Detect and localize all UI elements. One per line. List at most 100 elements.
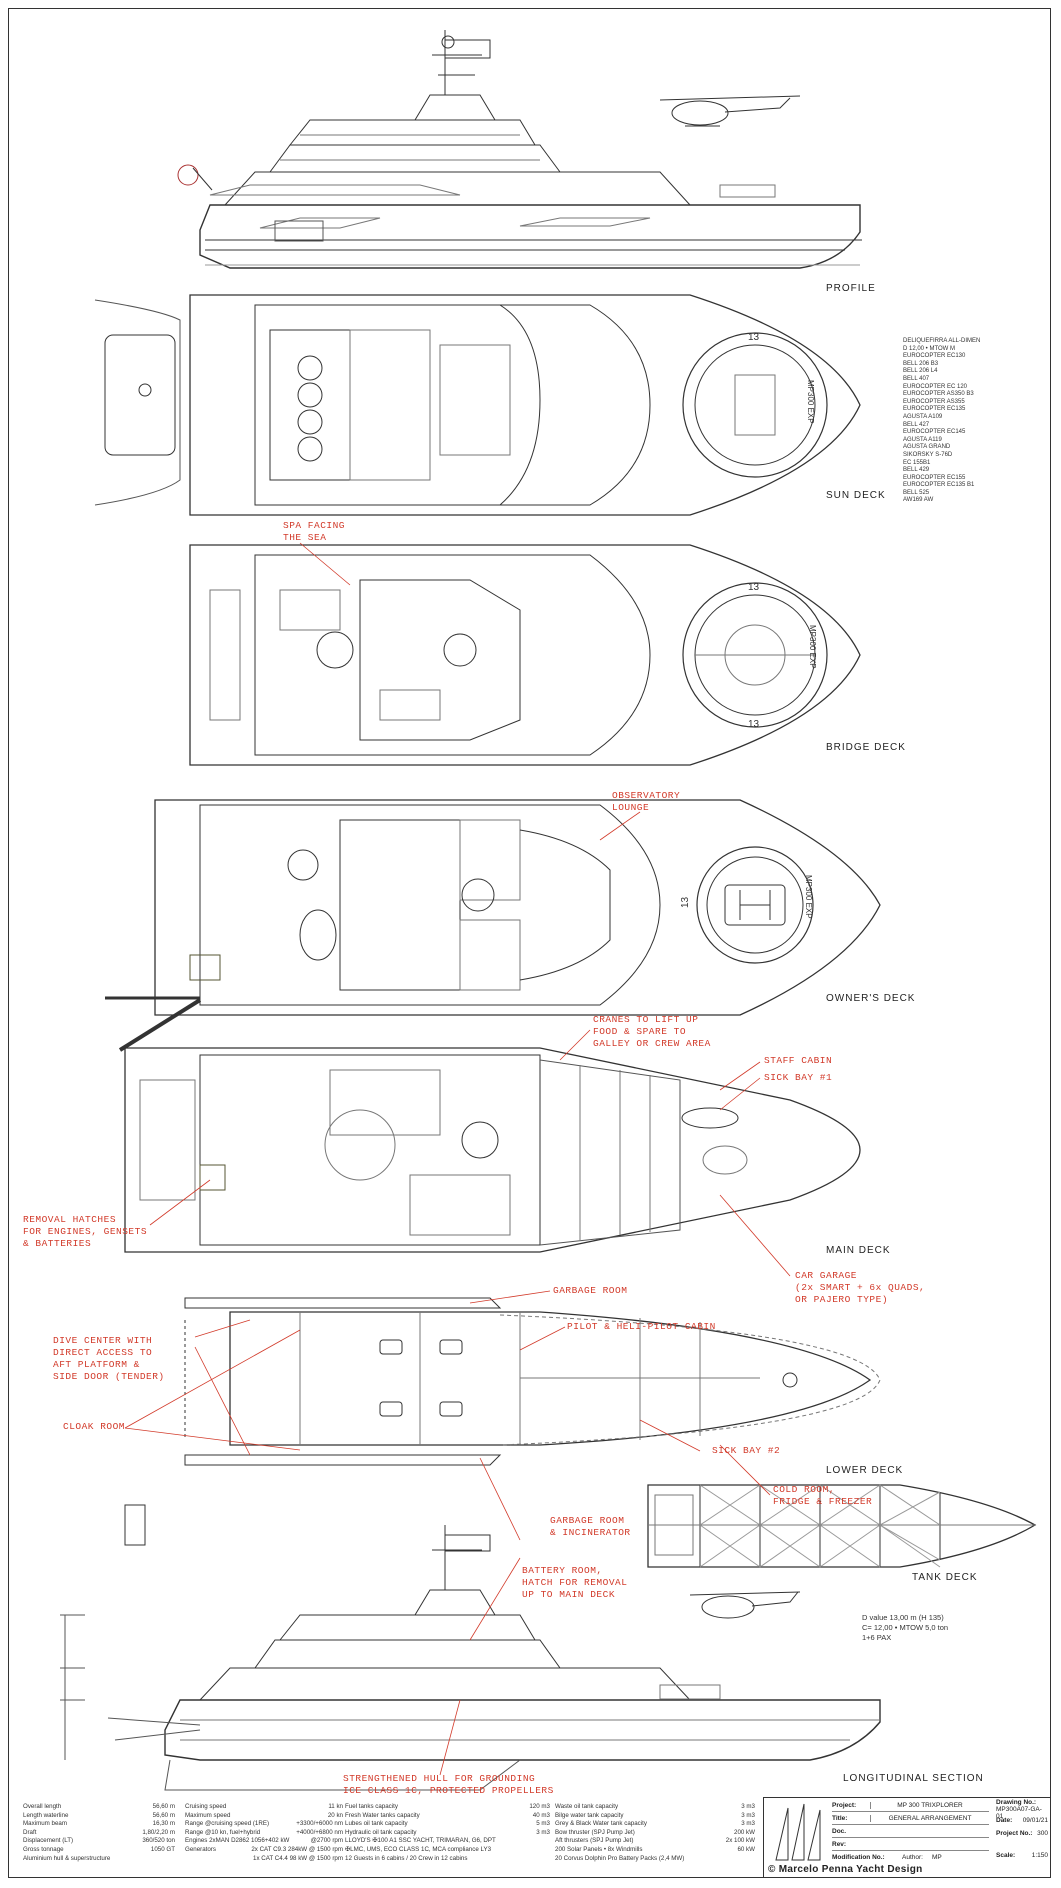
spec-label: Aluminium hull & superstructure <box>23 1854 111 1862</box>
main-deck-plan <box>124 1047 861 1253</box>
spec-value: 2x CAT C9.3 284kW @ 1500 rpm <box>251 1845 343 1853</box>
spec-label: Waste oil tank capacity <box>555 1803 619 1810</box>
label-owners-deck: OWNER'S DECK <box>826 993 916 1004</box>
spec-label: Cruising speed <box>185 1803 227 1810</box>
note-car-garage: CAR GARAGE (2x SMART + 6x QUADS, OR PAJE… <box>795 1270 926 1305</box>
helicopter-list-item: BELL 525 <box>903 489 930 496</box>
spec-row: Generators 2x CAT C9.3 284kW @ 1500 rpm <box>185 1846 343 1855</box>
label-longitudinal-section: LONGITUDINAL SECTION <box>843 1773 984 1784</box>
helicopter-list-item: EUROCOPTER EC130 <box>903 353 966 360</box>
scale-label: Scale: <box>996 1852 1016 1859</box>
note-pilot-cabin: PILOT & HELI-PILOT CABIN <box>567 1321 716 1332</box>
label-lower-deck: LOWER DECK <box>826 1465 904 1476</box>
note-sick-bay-1: SICK BAY #1 <box>764 1072 833 1083</box>
spec-value: +3300/+6000 nm <box>296 1820 343 1828</box>
spec-value: 5 m3 <box>536 1820 550 1828</box>
spec-row: 20 Corvus Dolphin Pro Battery Packs (2,4… <box>555 1855 755 1864</box>
spec-row: Gross tonnage 1050 GT <box>23 1846 175 1855</box>
helideck-pax: 1+6 PAX <box>862 1633 892 1642</box>
profile-view <box>177 30 862 269</box>
helicopter-list-item: EUROCOPTER AS355 <box>903 398 965 405</box>
spec-value: 360/520 ton <box>142 1837 175 1845</box>
spec-row: Fresh Water tanks capacity 40 m3 <box>345 1812 550 1821</box>
note-garbage-incinerator: GARBAGE ROOM & INCINERATOR <box>550 1515 631 1538</box>
spec-label: Generators <box>185 1845 216 1853</box>
spec-label: Gross tonnage <box>23 1845 64 1853</box>
spec-label: Range @10 kn, fuel+hybrid <box>185 1828 261 1836</box>
spec-value: 16,30 m <box>152 1820 175 1828</box>
spec-label: Fresh Water tanks capacity <box>345 1811 420 1819</box>
helipad-name-mark: MP300 EXP <box>806 380 815 424</box>
spec-value: 40 m3 <box>532 1811 550 1819</box>
spec-row: Aluminium hull & superstructure <box>23 1855 175 1864</box>
helipad-markings: 13 13 13 13 MP300 EXP MP300 EXP MP300 EX… <box>680 332 817 919</box>
helicopter-list-item: D 12,00 • MTOW M <box>903 345 955 352</box>
spec-label: Overall length <box>23 1803 62 1810</box>
spec-value: 56,60 m <box>152 1803 175 1810</box>
spec-row: Aft thrusters (SPJ Pump Jet) 2x 100 kW <box>555 1837 755 1846</box>
rev-label: Rev: <box>832 1841 847 1848</box>
spec-row: Overall length 56,60 m <box>23 1803 175 1812</box>
label-tank-deck: TANK DECK <box>912 1572 978 1583</box>
spec-value: 60 kW <box>737 1845 755 1853</box>
spec-label: Bow thruster (SPJ Pump Jet) <box>555 1828 635 1836</box>
spec-row: 12 Guests in 6 cabins / 20 Crew in 12 ca… <box>345 1855 550 1864</box>
helideck-dimensions-note: D value 13,00 m (H 135) C= 12,00 • MTOW … <box>862 1613 948 1643</box>
spec-value: 1,80/2,20 m <box>142 1828 175 1836</box>
helicopter-list-item: EUROCOPTER AS350 B3 <box>903 391 974 398</box>
helicopter-list-item: BELL 206 L4 <box>903 368 938 375</box>
helicopter-list-item: BELL 206 B3 <box>903 360 939 367</box>
note-observatory-lounge: OBSERVATORY LOUNGE <box>612 790 681 813</box>
helipad-name-mark: MP300 EXP <box>808 625 817 669</box>
spec-label: Fuel tanks capacity <box>345 1803 398 1810</box>
spec-row: Cruising speed 11 kn <box>185 1803 343 1812</box>
helicopter-list-item: AGUSTA A109 <box>903 413 943 420</box>
helipad-name-mark: MP300 EXP <box>804 875 813 919</box>
scale-value: 1:150 <box>1031 1852 1048 1859</box>
spec-label: ✠LMC, UMS, ECO CLASS 1C, MCA compliance … <box>345 1845 492 1853</box>
spec-value: 1050 GT <box>150 1845 175 1853</box>
spec-label: Length waterline <box>23 1811 69 1819</box>
helipad-mtow-mark: 13 <box>748 582 760 593</box>
helicopter-list-item: EUROCOPTER EC135 <box>903 406 966 413</box>
helicopter-list-item: BELL 429 <box>903 467 930 474</box>
spec-row: Bow thruster (SPJ Pump Jet)200 kW <box>555 1829 755 1838</box>
spec-value: 2x 100 kW <box>725 1837 755 1845</box>
sun-deck-plan <box>94 294 861 516</box>
spec-label: Draft <box>23 1828 37 1836</box>
drawing-no-value: MP300A07-GA-01 <box>996 1806 1042 1820</box>
helicopter-list-item: EUROCOPTER EC 120 <box>903 383 968 390</box>
date-value: 09/01/21 <box>1022 1817 1048 1824</box>
spec-label: Aft thrusters (SPJ Pump Jet) <box>555 1837 634 1845</box>
note-garbage-room: GARBAGE ROOM <box>553 1285 628 1296</box>
note-cloak-room: CLOAK ROOM <box>63 1421 126 1432</box>
helicopter-list-item: DELIQUEFIRRA ALL-DIMEN <box>903 338 981 344</box>
label-main-deck: MAIN DECK <box>826 1245 891 1256</box>
project-label: Project: <box>832 1802 857 1809</box>
spec-value: 11 kn <box>328 1803 343 1810</box>
sheet-border <box>8 8 1051 1878</box>
spec-row: ✠LMC, UMS, ECO CLASS 1C, MCA compliance … <box>345 1846 550 1855</box>
spec-label: Hydraulic oil tank capacity <box>345 1828 417 1836</box>
note-staff-cabin: STAFF CABIN <box>764 1055 833 1066</box>
helicopter-list-item: AGUSTA GRAND <box>903 444 951 451</box>
spec-label: 12 Guests in 6 cabins / 20 Crew in 12 ca… <box>345 1854 468 1862</box>
note-dive-center: DIVE CENTER WITH DIRECT ACCESS TO AFT PL… <box>53 1335 165 1382</box>
spec-row: Range @10 kn, fuel+hybrid+4000/+6800 nm <box>185 1829 343 1838</box>
note-removal-hatches: REMOVAL HATCHES FOR ENGINES, GENSETS & B… <box>23 1214 148 1249</box>
spec-label: Grey & Black Water tank capacity <box>555 1820 647 1828</box>
tank-deck-plan <box>647 1484 1037 1568</box>
helipad-mtow-mark: 13 <box>680 896 691 908</box>
helicopter-profile-icon <box>659 95 801 127</box>
modification-label: Modification No.: <box>832 1854 885 1861</box>
spec-value: 1x CAT C4.4 98 kW @ 1500 rpm <box>253 1854 343 1862</box>
spec-row: Engines 2xMAN D2862 1056+402 kW@2700 rpm <box>185 1837 343 1846</box>
doc-label: Doc. <box>832 1828 847 1835</box>
